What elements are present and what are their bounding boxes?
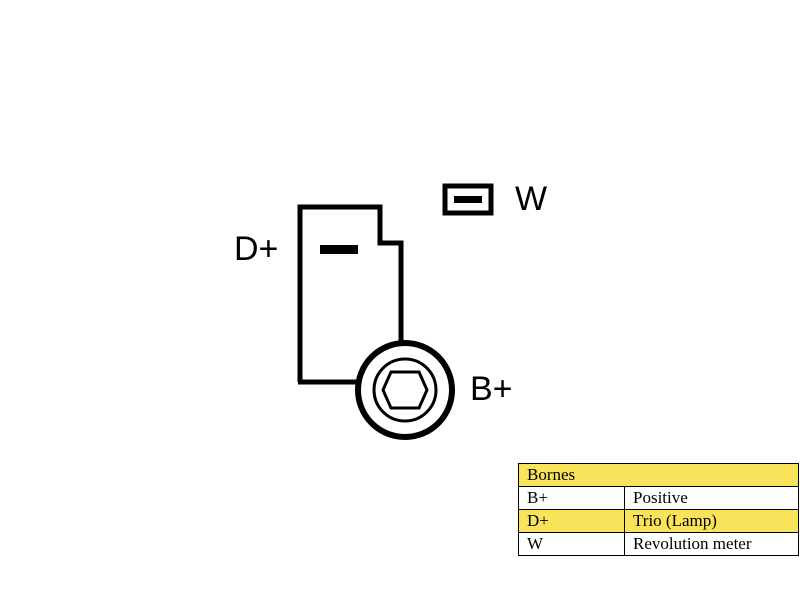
b-plus-stud bbox=[355, 340, 455, 440]
legend-value: Trio (Lamp) bbox=[624, 509, 799, 533]
legend-row: W Revolution meter bbox=[518, 532, 799, 556]
legend-key: B+ bbox=[518, 486, 625, 510]
w-terminal-label: W bbox=[515, 180, 548, 218]
b-plus-terminal-label: B+ bbox=[470, 370, 513, 408]
legend-value: Revolution meter bbox=[624, 532, 799, 556]
legend-row: D+ Trio (Lamp) bbox=[518, 509, 799, 533]
legend-value: Positive bbox=[624, 486, 799, 510]
legend-row: B+ Positive bbox=[518, 486, 799, 510]
d-plus-terminal-bar bbox=[320, 245, 358, 254]
hex-nut-icon bbox=[381, 370, 429, 410]
legend-key: W bbox=[518, 532, 625, 556]
legend-header: Bornes bbox=[518, 463, 799, 487]
terminal-legend-table: Bornes B+ Positive D+ Trio (Lamp) W Revo… bbox=[518, 463, 799, 556]
w-terminal-connector bbox=[442, 183, 494, 216]
d-plus-terminal-label: D+ bbox=[234, 230, 279, 268]
legend-key: D+ bbox=[518, 509, 625, 533]
legend-header-row: Bornes bbox=[518, 463, 799, 487]
d-plus-connector-outline bbox=[297, 204, 404, 382]
